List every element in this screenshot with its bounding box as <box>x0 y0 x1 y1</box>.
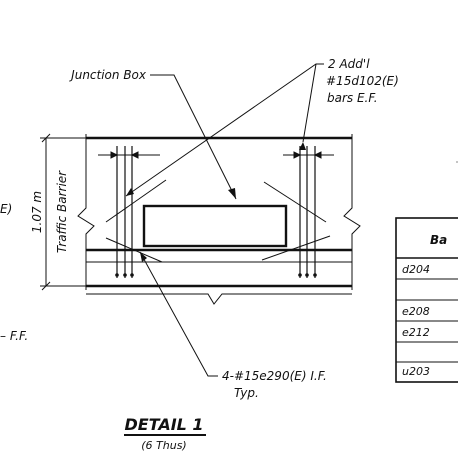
bar-table-row: u203 <box>402 365 430 378</box>
if-bars-label-line1: 4-#15e290(E) I.F. <box>222 369 327 383</box>
left-cut-label-ff: – F.F. <box>0 329 28 343</box>
left-cut-label-e: E) <box>0 202 12 216</box>
right-break-line <box>343 134 361 290</box>
bar-table <box>395 217 458 383</box>
addl-bars-label-line2: #15d102(E) <box>326 74 399 88</box>
junction-box-label: Junction Box <box>69 68 147 82</box>
leader-lines <box>125 63 324 377</box>
bar-table-row: d204 <box>402 263 430 276</box>
bar-table-row: e212 <box>402 326 430 339</box>
vertical-bars <box>116 146 316 278</box>
diagonal-bars <box>105 179 331 263</box>
height-dim-label: 1.07 m <box>30 191 44 233</box>
detail-subtitle: (6 Thus) <box>141 439 186 452</box>
bar-ends <box>115 273 317 277</box>
addl-bars-label-line1: 2 Add'l <box>328 57 370 71</box>
bar-table-row: e208 <box>402 305 430 318</box>
bar-table-header: Ba <box>430 233 447 247</box>
if-bars-label-line2: Typ. <box>234 386 259 400</box>
detail-title: DETAIL 1 <box>124 415 203 434</box>
traffic-barrier-label: Traffic Barrier <box>55 170 69 253</box>
bottom-break-line <box>86 293 352 305</box>
addl-bars-label-line3: bars E.F. <box>327 91 378 105</box>
leader-arrowheads <box>126 142 306 262</box>
junction-box <box>142 204 288 248</box>
bar-spacing-arrows <box>98 151 334 159</box>
height-dimension <box>40 133 86 291</box>
left-break-line <box>77 134 95 290</box>
barrier-outline <box>77 134 361 305</box>
